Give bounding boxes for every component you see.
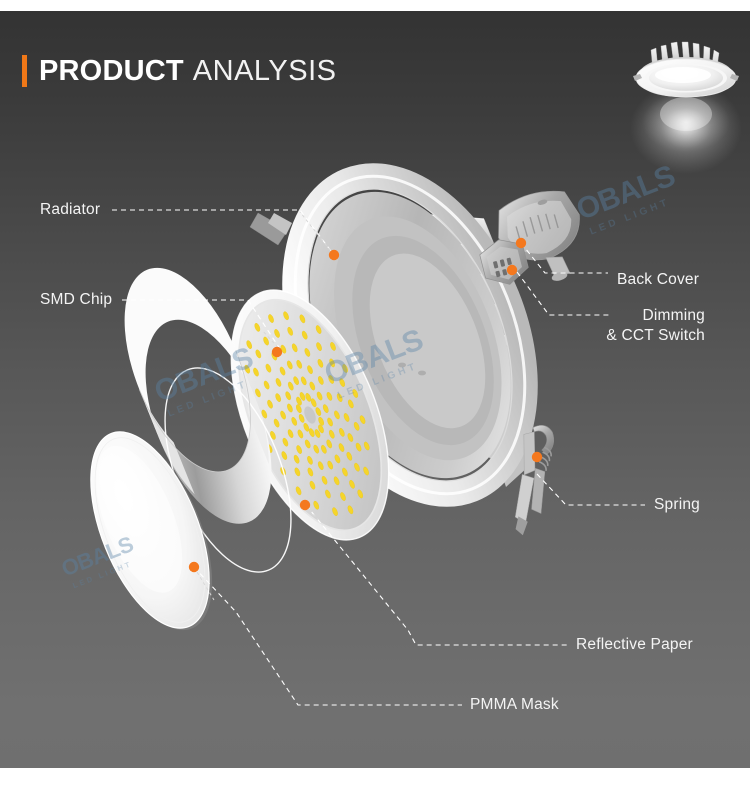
callout-label-back-cover: Back Cover <box>617 271 700 288</box>
callout-label-spring: Spring <box>654 496 701 513</box>
callout-label-dimming-line1: Dimming <box>642 307 705 324</box>
page-title-bold: PRODUCT <box>39 54 184 87</box>
callout-label-smd-chip: SMD Chip <box>40 291 113 308</box>
page-header: PRODUCT ANALYSIS <box>22 50 337 92</box>
callout-label-radiator: Radiator <box>40 201 101 218</box>
accent-bar <box>22 55 27 87</box>
callout-label-dimming-switch: Dimming & CCT Switch <box>498 306 705 346</box>
page-title-light: ANALYSIS <box>192 54 337 87</box>
callout-label-dimming-line2: & CCT Switch <box>606 327 705 344</box>
callout-label-pmma-mask: PMMA Mask <box>470 696 559 713</box>
callout-label-reflective-paper: Reflective Paper <box>576 636 693 653</box>
